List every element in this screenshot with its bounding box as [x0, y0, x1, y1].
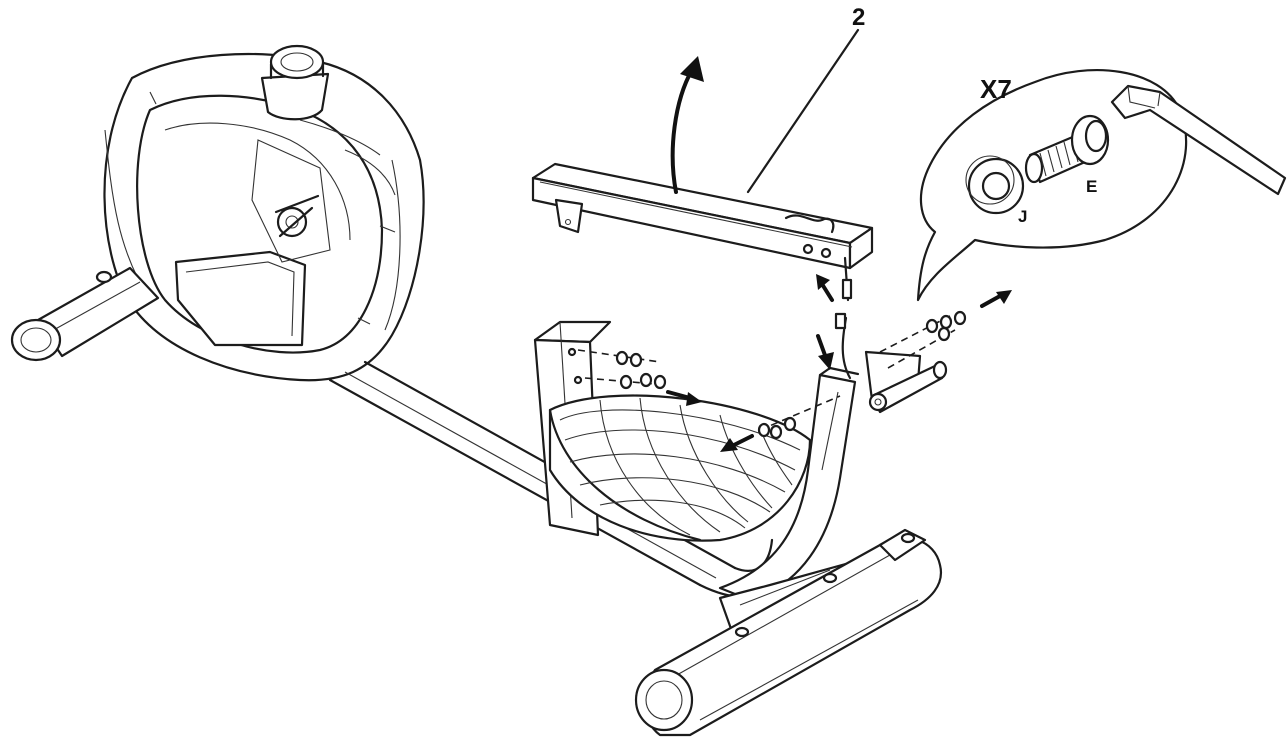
rear-stabilizer [634, 528, 943, 737]
washer-letter-label: J [1018, 207, 1028, 226]
hardware-set [577, 310, 967, 440]
bolt-icon [1024, 114, 1110, 184]
quantity-label: X7 [980, 74, 1012, 104]
arrow-icon [666, 56, 1012, 452]
bolt-letter-label: E [1086, 177, 1098, 196]
allen-wrench-icon [1110, 84, 1287, 196]
flywheel-housing [103, 44, 425, 382]
part-2-leader-line [746, 28, 860, 194]
part-number-label: 2 [852, 4, 866, 31]
rear-upright [718, 312, 948, 602]
washer-icon [965, 155, 1025, 215]
hardware-callout [916, 68, 1287, 302]
part-2-crossbar [531, 162, 874, 302]
water-basket [533, 320, 812, 542]
front-stabilizer [10, 266, 160, 362]
